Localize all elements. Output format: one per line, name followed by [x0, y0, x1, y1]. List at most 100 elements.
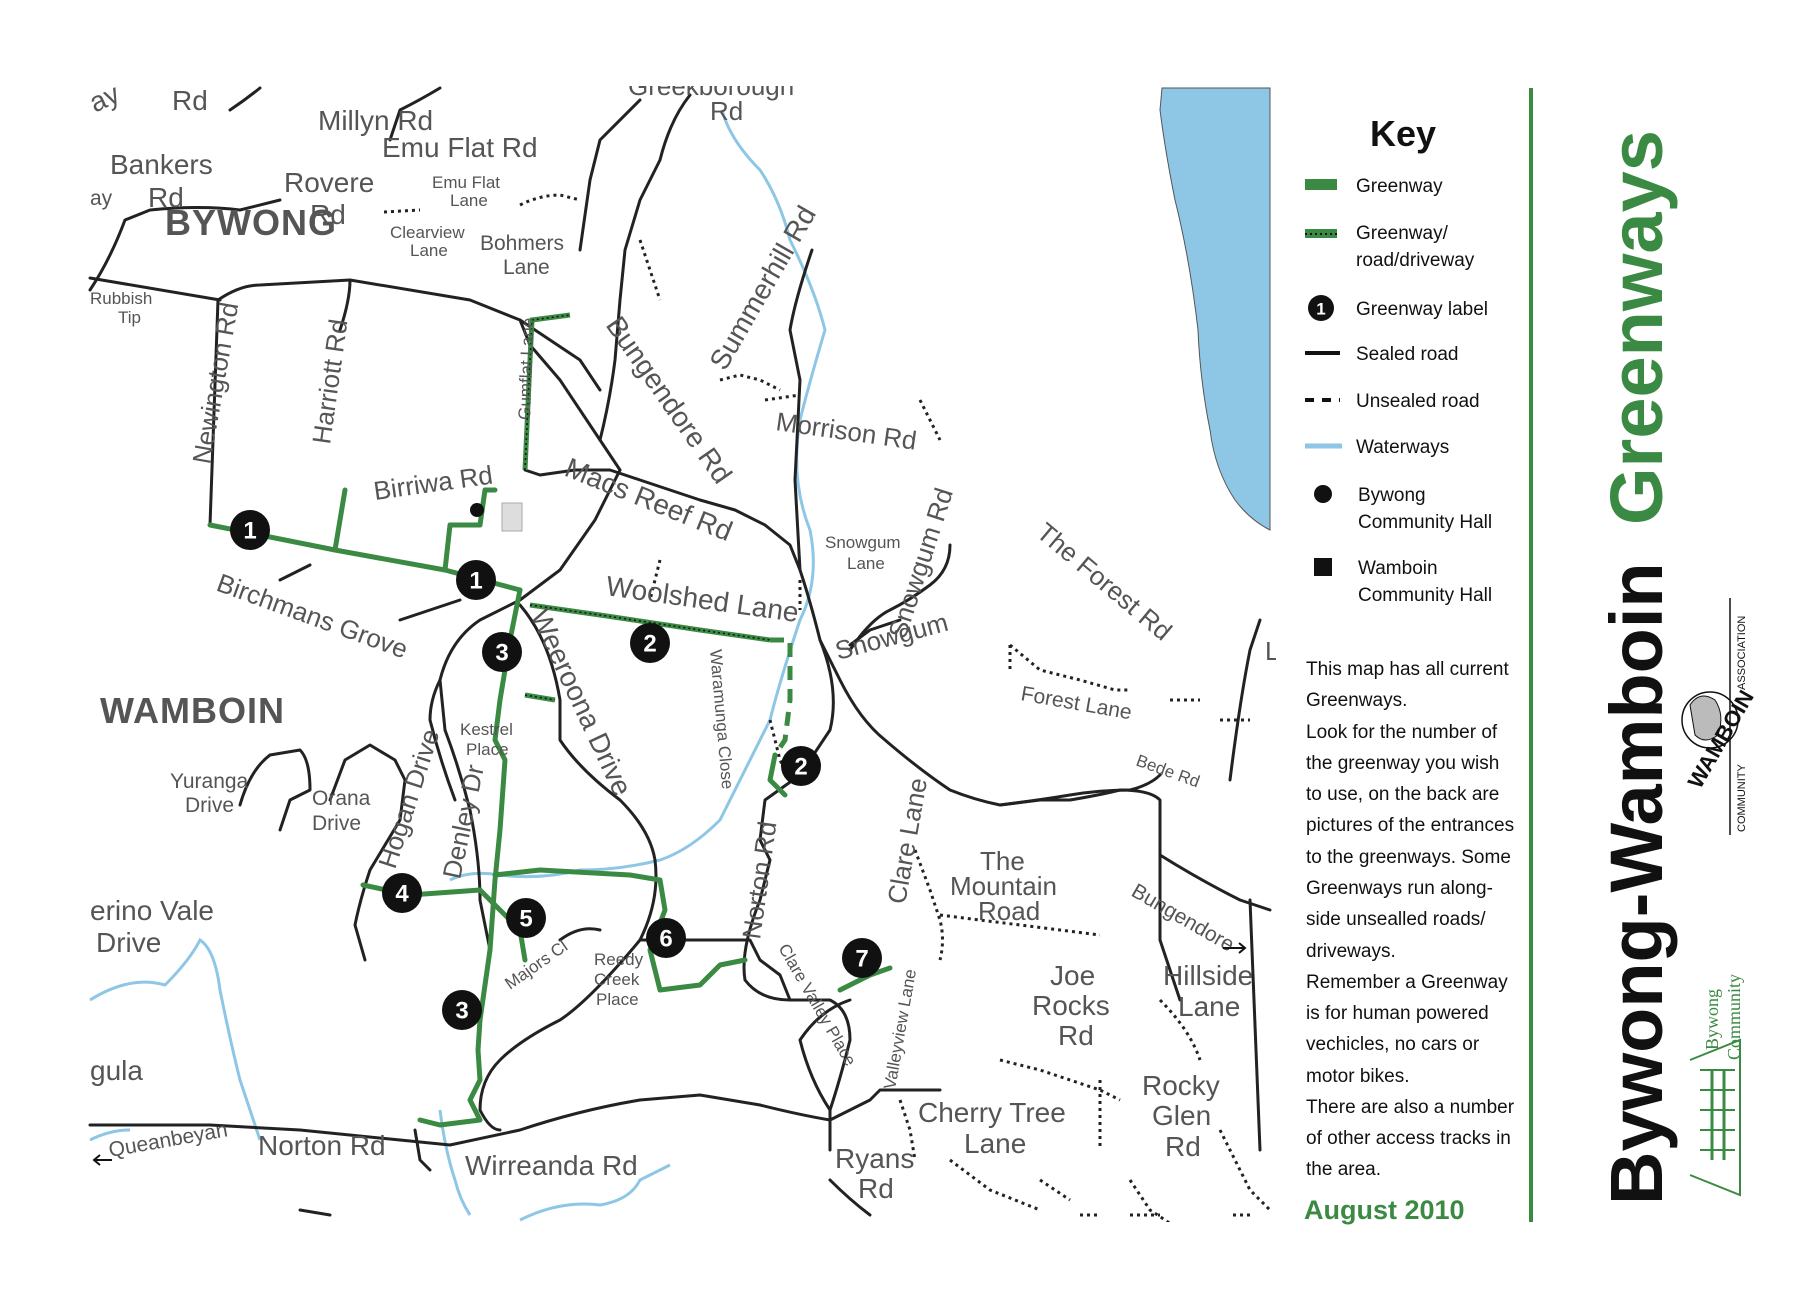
map-label: Kestrel	[460, 720, 513, 739]
note-line: vechicles, no cars or	[1306, 1034, 1480, 1055]
map-label: Gumflat Lane	[515, 317, 538, 420]
note-line: of other access tracks in	[1306, 1128, 1511, 1149]
greenway-marker[interactable]: 3	[482, 632, 522, 672]
map-label: Lane	[964, 1128, 1026, 1159]
svg-text:7: 7	[855, 946, 868, 973]
map-label: Joe	[1050, 960, 1095, 991]
map-label: Rd	[1058, 1020, 1094, 1051]
svg-text:Community: Community	[1724, 974, 1744, 1060]
map-label: Harriott Rd	[306, 317, 353, 446]
svg-text:2: 2	[794, 754, 807, 781]
greenway-marker[interactable]: 2	[630, 623, 670, 663]
greenway-label-glyph: 1	[1316, 300, 1325, 319]
svg-text:Bywong-Wamboin: Bywong-Wamboin	[1595, 562, 1678, 1205]
svg-text:6: 6	[659, 926, 672, 953]
map-label: Place	[466, 740, 509, 759]
greenway-marker[interactable]: 7	[842, 938, 882, 978]
key-label: Community Hall	[1358, 585, 1492, 606]
map-label: Valleyview Lane	[880, 968, 920, 1091]
bywong-logo: Bywong Community	[1689, 974, 1744, 1197]
note-line: the area.	[1306, 1159, 1381, 1180]
map-label: Norton Rd	[736, 819, 782, 941]
svg-text:Bywong: Bywong	[1702, 989, 1722, 1050]
note-line: Greenways run along-	[1306, 878, 1493, 899]
greenway-marker[interactable]: 5	[506, 898, 546, 938]
map-label: Rubbish	[90, 289, 152, 308]
svg-text:ASSOCIATION: ASSOCIATION	[1736, 616, 1748, 690]
map-label: Lane	[410, 241, 448, 260]
key-heading: Key	[1370, 113, 1436, 154]
map-label: Rd	[148, 182, 184, 213]
map-label: Rd	[310, 199, 346, 230]
map-label: gula	[90, 1055, 143, 1086]
greenway-marker[interactable]: 3	[442, 990, 482, 1030]
greenway-marker[interactable]: 1	[456, 560, 496, 600]
map-label: The Forest Rd	[1031, 517, 1178, 647]
map-label: Mountain	[950, 871, 1057, 901]
note-line: Greenways.	[1306, 690, 1407, 711]
note-line: Look for the number of	[1306, 722, 1498, 743]
map-label: Forest Lane	[1019, 682, 1133, 724]
map-label: Summerhill Rd	[703, 200, 822, 375]
key-label: Sealed road	[1356, 344, 1458, 365]
map-label: Ryans	[835, 1143, 914, 1174]
svg-text:3: 3	[495, 640, 508, 667]
map-label: Clare Lane	[881, 776, 933, 906]
map-label: Emu Flat Rd	[382, 132, 538, 163]
svg-text:COMMUNITY: COMMUNITY	[1736, 764, 1748, 832]
map-label: Emu Flat	[432, 173, 500, 192]
map-label: Rd	[858, 1173, 894, 1204]
map-label: Birchmans Grove	[213, 567, 412, 664]
map-label: Millyn Rd	[318, 105, 433, 136]
key-label: Unsealed road	[1356, 391, 1480, 412]
town-label: BYWONG	[165, 202, 337, 243]
greenway-marker[interactable]: 1	[230, 510, 270, 550]
map-label: Bankers	[110, 149, 213, 180]
note-line: There are also a number	[1306, 1097, 1515, 1118]
key-panel: Key Greenway Greenway/ road/driveway 1 G…	[1305, 113, 1492, 606]
map-label: Place	[596, 990, 639, 1009]
map-label: Road	[978, 896, 1040, 926]
svg-text:4: 4	[395, 881, 409, 908]
date-label: August 2010	[1304, 1195, 1465, 1225]
map-label: Lane	[450, 191, 488, 210]
note-line: This map has all current	[1306, 659, 1509, 680]
map-label: Majors Cl	[501, 937, 571, 994]
map-label: Reedy	[594, 950, 644, 969]
lake	[1159, 87, 1271, 531]
greenway-marker[interactable]: 4	[382, 873, 422, 913]
map-label: Yuranga	[170, 770, 249, 793]
svg-text:1: 1	[243, 518, 256, 545]
note-line: the greenway you wish	[1306, 753, 1499, 774]
map-label: Waramunga Close	[706, 649, 737, 790]
greenway-marker[interactable]: 6	[646, 918, 686, 958]
town-label: WAMBOIN	[100, 690, 285, 731]
wamboin-hall-marker	[501, 502, 523, 532]
map-label: Lane	[847, 554, 885, 573]
map-label: Rocks	[1032, 990, 1110, 1021]
key-label: Bywong	[1358, 485, 1426, 506]
map-label: Weeroona Drive	[525, 604, 638, 800]
note-line: pictures of the entrances	[1306, 815, 1514, 836]
svg-text:3: 3	[455, 998, 468, 1025]
page-title: Bywong-Wamboin Greenways	[1595, 130, 1678, 1205]
note-line: motor bikes.	[1306, 1066, 1409, 1087]
map-canvas: 1 1 2 2 3 3 4 5 6 7 BYWONG WAMBOIN ay Rd…	[84, 71, 1279, 1232]
key-label: Greenway	[1356, 176, 1443, 197]
map-label: Cherry Tree	[918, 1097, 1066, 1128]
arrow-icon	[1223, 942, 1247, 954]
waterways	[89, 109, 827, 1222]
arrow-icon	[92, 1154, 112, 1166]
map-label: The	[980, 846, 1025, 876]
greenway-label-icon	[1308, 295, 1334, 321]
greenway-marker[interactable]: 2	[781, 746, 821, 786]
map-label: L	[1265, 636, 1279, 666]
map-label: Lane	[1178, 991, 1240, 1022]
map-label: Lane	[503, 256, 550, 279]
map-label: Tip	[118, 308, 141, 327]
map-label: Birriwa Rd	[372, 460, 495, 506]
map-label: Creek	[594, 970, 640, 989]
map-label: Rd	[710, 96, 743, 126]
map-label: Hillside	[1163, 960, 1253, 991]
